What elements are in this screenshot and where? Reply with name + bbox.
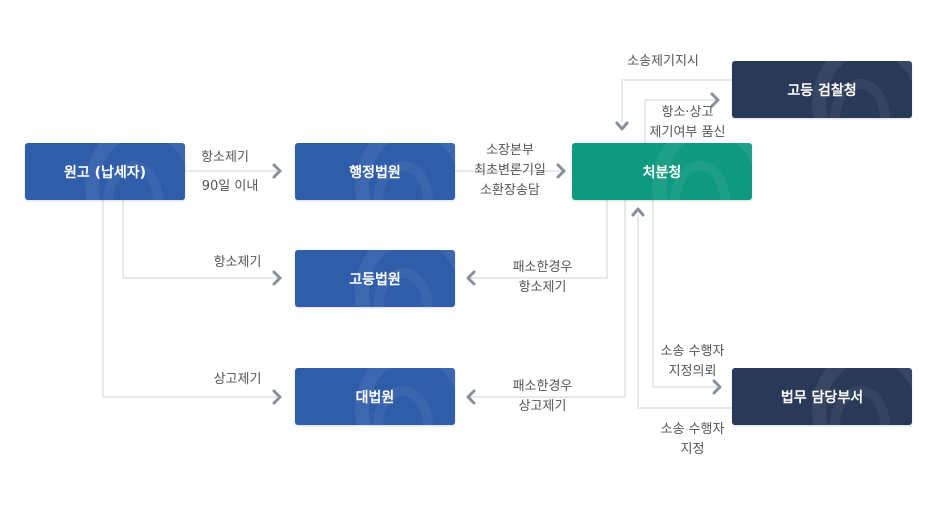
node-legal-affairs: 법무 담당부서 — [732, 368, 912, 425]
node-label: 고등 검찰청 — [787, 82, 857, 99]
arrow-left-icon — [466, 389, 476, 405]
node-label: 처분청 — [642, 164, 682, 181]
node-label: 대법원 — [355, 389, 395, 406]
edge-plaintiff-high-court — [122, 200, 282, 279]
edge-label-loss-case-appeal: 패소한경우 항소제기 — [512, 260, 573, 295]
arrow-right-icon — [272, 163, 282, 179]
edge-label-appeal-filing-mid: 항소제기 — [213, 255, 262, 270]
node-high-prosecutor: 고등 검찰청 — [732, 61, 912, 118]
node-disposing-agency: 처분청 — [572, 143, 752, 200]
arrow-right-icon — [712, 379, 722, 395]
edge-label-litigation-instruction: 소송제기지시 — [627, 54, 699, 69]
edge-prosecutor-agency — [621, 79, 732, 122]
node-supreme-court: 대법원 — [295, 368, 455, 425]
edge-label-appeal-report: 항소·상고 제기여부 품신 — [649, 105, 726, 140]
node-high-court: 고등법원 — [295, 250, 455, 307]
node-label: 법무 담당부서 — [780, 389, 864, 406]
edge-legal-agency — [637, 215, 732, 409]
arrow-right-icon — [272, 389, 282, 405]
edge-agency-legal — [652, 200, 720, 388]
edge-plaintiff-supreme-court — [102, 200, 282, 398]
edge-label-performer-assign: 소송 수행자 지정 — [660, 422, 725, 457]
node-label: 원고 (납세자) — [63, 164, 147, 181]
edge-agency-high-court — [470, 200, 608, 279]
node-plaintiff: 원고 (납세자) — [25, 143, 185, 200]
arrow-right-icon — [272, 270, 282, 286]
node-admin-court: 행정법원 — [295, 143, 455, 200]
arrow-right-icon — [710, 92, 720, 108]
arrow-right-icon — [556, 163, 566, 179]
node-label: 행정법원 — [349, 164, 401, 181]
edge-agency-supreme-court — [470, 200, 626, 398]
edge-label-complaint-delivery: 소장본부 최초변론기일 소환장송담 — [474, 143, 546, 198]
arrow-left-icon — [466, 270, 476, 286]
edge-label-performer-request: 소송 수행자 지정의뢰 — [660, 344, 725, 379]
arrow-down-icon — [615, 121, 629, 131]
edge-agency-prosecutor — [644, 99, 716, 143]
edge-label-appeal-filing: 항소제기 — [201, 150, 249, 165]
arrow-up-icon — [631, 207, 645, 217]
edge-label-final-appeal-filing: 상고제기 — [213, 372, 262, 387]
edge-label-loss-case-final: 패소한경우 상고제기 — [512, 379, 573, 414]
edge-label-within-90-days: 90일 이내 — [201, 179, 259, 194]
node-label: 고등법원 — [349, 271, 401, 288]
